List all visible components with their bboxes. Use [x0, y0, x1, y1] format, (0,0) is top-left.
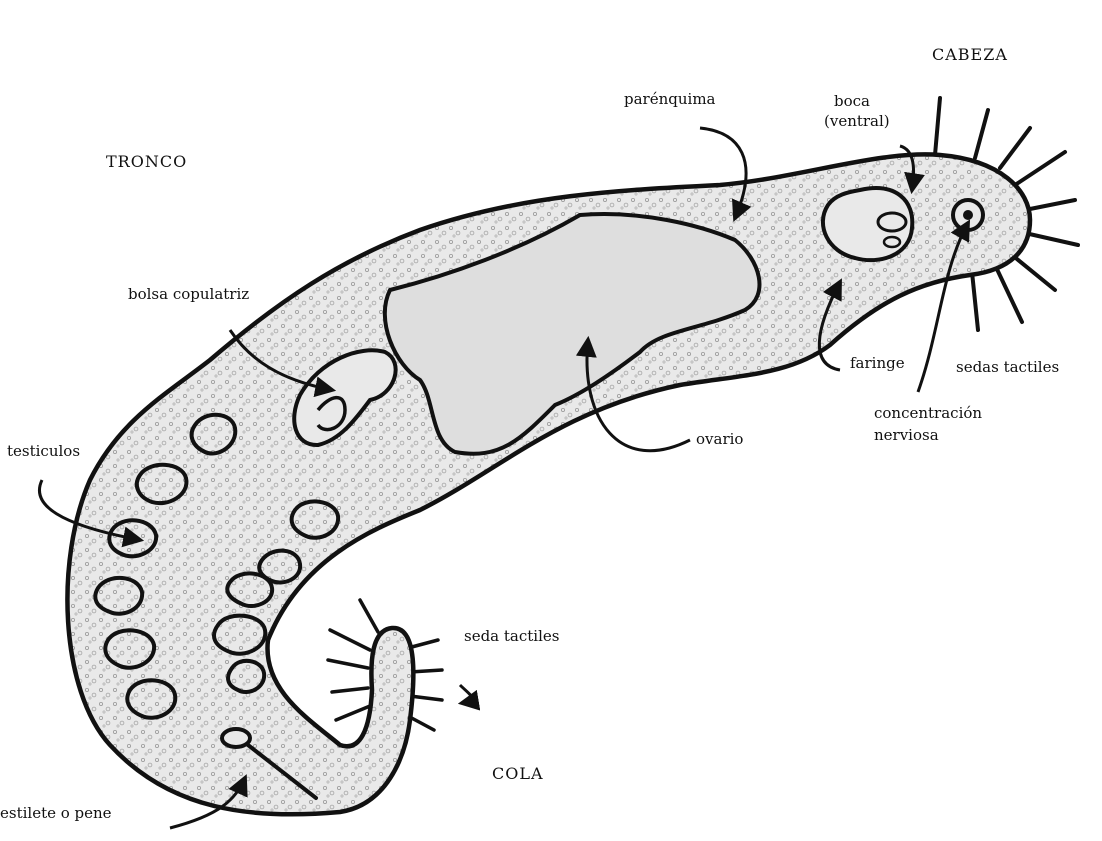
- label-mouth-line2: (ventral): [824, 112, 890, 130]
- label-testicles: testiculos: [7, 442, 80, 460]
- region-label-trunk: TRONCO: [106, 152, 187, 171]
- label-ovary: ovario: [696, 430, 743, 448]
- label-pharynx: faringe: [850, 354, 905, 372]
- region-label-head: CABEZA: [932, 45, 1008, 64]
- label-tactile-setae-head: sedas tactiles: [956, 358, 1059, 376]
- label-parenchyma: parénquima: [624, 90, 715, 108]
- label-mouth-line1: boca: [834, 92, 870, 110]
- region-label-tail: COLA: [492, 764, 544, 783]
- label-tactile-setae-tail: seda tactiles: [464, 627, 559, 645]
- pharynx-structure: [823, 188, 912, 260]
- label-nerve-concentration-line1: concentración: [874, 404, 982, 422]
- label-stylet: estilete o pene: [0, 804, 112, 822]
- label-nerve-concentration-line2: nerviosa: [874, 426, 939, 444]
- label-copulatory-bursa: bolsa copulatriz: [128, 285, 249, 303]
